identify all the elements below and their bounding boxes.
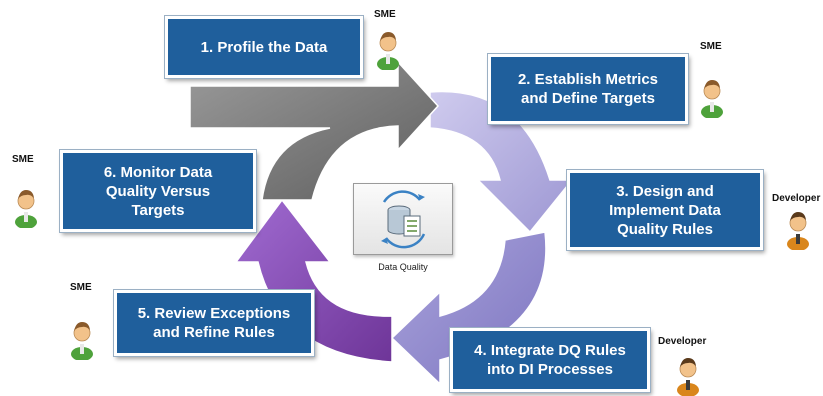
developer-person-icon <box>787 212 809 250</box>
step-2-establish-metrics: 2. Establish Metrics and Define Targets <box>487 53 689 125</box>
role-label-step-3: Developer <box>772 193 821 204</box>
role-label-step-2: SME <box>700 41 722 52</box>
cycle-arrow-bottom-right <box>390 231 547 386</box>
step-5-review-exceptions: 5. Review Exceptions and Refine Rules <box>113 289 315 357</box>
developer-person-icon <box>677 358 699 396</box>
profile-input-arrow <box>189 60 440 201</box>
cycle-arrow-bottom-left <box>234 198 393 363</box>
role-label-step-1: SME <box>374 9 396 20</box>
role-label-step-4: Developer <box>658 336 707 347</box>
role-label-step-6: SME <box>12 154 34 165</box>
step-3-design-rules: 3. Design and Implement Data Quality Rul… <box>566 169 764 251</box>
sme-person-icon <box>71 322 93 360</box>
step-6-monitor-quality: 6. Monitor Data Quality Versus Targets <box>59 149 257 233</box>
role-label-step-5: SME <box>70 282 92 293</box>
sme-person-icon <box>377 32 399 70</box>
sme-person-icon <box>701 80 723 118</box>
data-quality-hub <box>353 183 453 255</box>
step-4-integrate-rules: 4. Integrate DQ Rules into DI Processes <box>449 327 651 393</box>
data-quality-hub-label: Data Quality <box>378 262 428 272</box>
data-quality-cycle-icon <box>381 190 426 249</box>
sme-person-icon <box>15 190 37 228</box>
step-1-profile-the-data: 1. Profile the Data <box>164 15 364 79</box>
